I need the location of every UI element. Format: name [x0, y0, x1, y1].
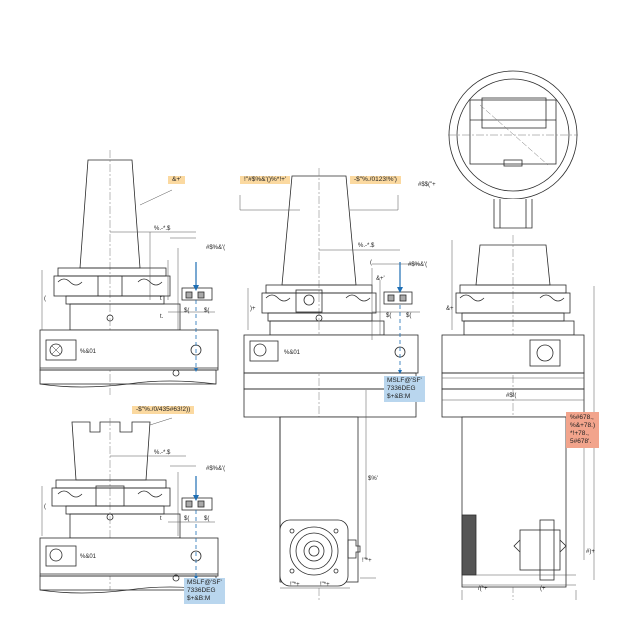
view2-dim-small-a: $(	[386, 313, 391, 319]
view2-dim-b: &+'	[376, 276, 385, 282]
view2-dim-w2: !"*+	[320, 582, 330, 588]
view4-dim-small-b: $(	[204, 516, 209, 522]
view2-dim-height: $%'	[368, 476, 378, 482]
view3-dim-width: #$!(	[506, 393, 516, 399]
view1-dim-left: (	[44, 296, 46, 302]
view4-dim-left2: t	[160, 516, 162, 522]
view2-plate-label: %&01	[284, 350, 301, 356]
view1-dim-small-b: $(	[204, 308, 209, 314]
view1-tool-holder	[39, 150, 219, 395]
view4-dim-side: #$%&'(	[206, 466, 225, 472]
view1-dim-side: #$%&'(	[206, 245, 225, 251]
view3-note: %#678., %&+78.) *!+78., 5#678'.	[566, 412, 600, 448]
view4-note: MSLF@'SF' 7336DEG $+&B:M	[184, 578, 225, 604]
view4-tool-holder	[39, 417, 219, 594]
view4-callout: -$"%./0/435#63!2))	[132, 406, 195, 414]
view4-labels: %.-*.$ #$%&'( $( $( ( t %&01	[44, 450, 225, 560]
view2-callout-right: -$"%./0123!%')	[350, 176, 401, 184]
view4-plate-label: %&01	[80, 554, 97, 560]
view1-dim-left2: t.	[160, 314, 164, 320]
view4-dim-left: (	[44, 504, 46, 510]
view2-note: MSLF@'SF' 7336DEG $+&B:M	[384, 376, 425, 402]
view3-dim-bottom-b: (+	[540, 586, 546, 592]
view1-dim-top: %.-*.$	[154, 226, 171, 232]
view3-dim-top: #$$("+	[418, 182, 436, 188]
view1-callout: &+'	[168, 176, 186, 184]
view3-dim-height-b: #)+	[586, 549, 595, 555]
view4-dim-small-a: $(	[184, 516, 189, 522]
view2-dim-small-b: $(	[406, 313, 411, 319]
view1-plate-label: %&01	[80, 349, 97, 355]
view1-labels: %.-*.$ #$%&'( ( t. $( $( %&01 t	[44, 226, 225, 355]
view3-labels: #$$("+ #$!( &+ #)+ /(*+ (+	[418, 182, 595, 592]
view2-dim-side: #$%&'(	[408, 262, 427, 268]
view3-side-section	[441, 70, 595, 600]
view3-dim-height-a: &+	[446, 306, 454, 312]
view2-dim-bottom: !"*+	[362, 558, 372, 564]
view4-dim-top: %.-*.$	[154, 450, 171, 456]
view2-dim-a: (	[370, 260, 372, 266]
view1-dim-small-a: $(	[184, 308, 189, 314]
view3-dim-bottom-a: /(*+	[478, 586, 488, 592]
view1-dim-t: t	[160, 296, 162, 302]
view2-dim-w1: !"*+	[290, 582, 300, 588]
view2-labels: %.-*.$ #$%&'( ( &+' $( $( )+ %&01 $%' !"…	[250, 243, 427, 588]
view2-dim-top: %.-*.$	[358, 243, 375, 249]
view2-dim-left: )+	[250, 306, 256, 312]
view2-angle-head	[239, 168, 420, 600]
view2-callout-left: !"#$%&'()%*!+'	[240, 176, 291, 184]
